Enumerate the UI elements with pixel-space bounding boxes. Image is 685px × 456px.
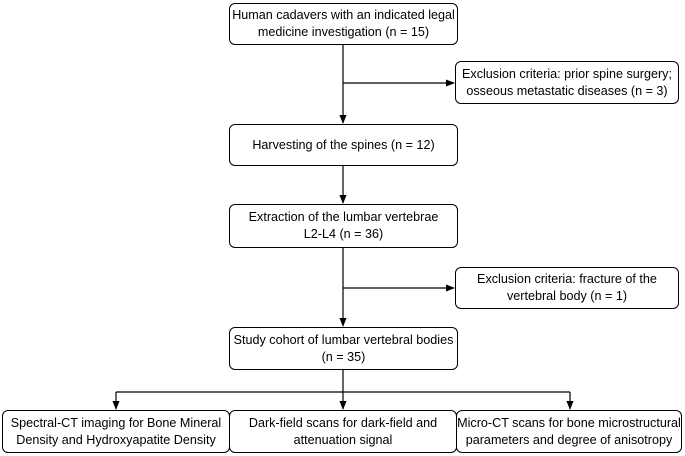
node-cadavers: Human cadavers with an indicated legal m… bbox=[229, 3, 458, 45]
node-exclusion1-line-1: Exclusion criteria: prior spine surgery; bbox=[462, 66, 672, 81]
node-cadavers-line-2: medicine investigation (n = 15) bbox=[257, 25, 430, 39]
node-exclusion1: Exclusion criteria: prior spine surgery;… bbox=[455, 61, 679, 104]
node-extraction-line-1: Extraction of the lumbar vertebrae bbox=[248, 210, 439, 224]
node-exclusion2-line-2: vertebral body (n = 1) bbox=[506, 289, 628, 303]
node-harvest: Harvesting of the spines (n = 12) bbox=[229, 124, 458, 166]
node-extraction-line-2: L2-L4 (n = 36) bbox=[303, 227, 384, 241]
node-exclusion2-line-1: Exclusion criteria: fracture of the bbox=[477, 272, 657, 286]
node-exclusion1-line-2: osseous metastatic diseases (n = 3) bbox=[466, 83, 668, 98]
node-darkfield: Dark-field scans for dark-field and atte… bbox=[229, 410, 457, 453]
node-cohort-line-2: (n = 35) bbox=[321, 349, 366, 364]
node-darkfield-line-1: Dark-field scans for dark-field and bbox=[248, 415, 438, 430]
node-exclusion2: Exclusion criteria: fracture of the vert… bbox=[455, 267, 679, 309]
node-extraction: Extraction of the lumbar vertebrae L2-L4… bbox=[229, 204, 458, 248]
node-spectral-line-1: Spectral-CT imaging for Bone Mineral bbox=[10, 415, 222, 430]
node-microct: Micro-CT scans for bone microstructural … bbox=[456, 410, 682, 453]
node-cadavers-line-1: Human cadavers with an indicated legal bbox=[232, 8, 455, 22]
node-cohort-line-1: Study cohort of lumbar vertebral bodies bbox=[233, 332, 454, 347]
node-spectral-line-2: Density and Hydroxyapatite Density bbox=[16, 432, 216, 447]
node-microct-line-2: parameters and degree of anisotropy bbox=[465, 432, 673, 447]
node-cohort: Study cohort of lumbar vertebral bodies … bbox=[229, 327, 458, 370]
node-harvest-line-1: Harvesting of the spines (n = 12) bbox=[252, 137, 435, 152]
node-spectral: Spectral-CT imaging for Bone Mineral Den… bbox=[2, 410, 230, 453]
node-darkfield-line-2: attenuation signal bbox=[293, 432, 393, 447]
node-microct-line-1: Micro-CT scans for bone microstructural bbox=[457, 415, 681, 430]
